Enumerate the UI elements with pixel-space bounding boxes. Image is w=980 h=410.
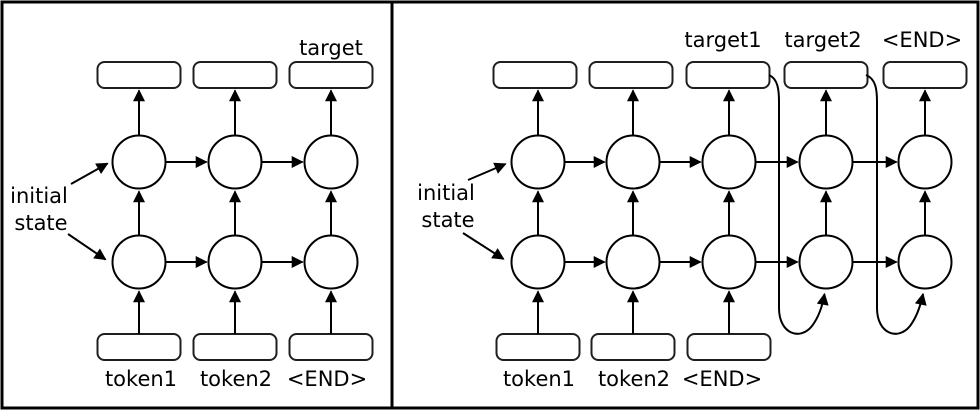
initial-state-label-line2: state <box>14 211 67 235</box>
input-label-end: <END> <box>682 367 762 391</box>
input-label-token1: token1 <box>105 367 177 391</box>
right-diagram-panel: initial state target1 target2 <END> toke… <box>417 28 968 391</box>
rnn-cell <box>510 134 566 190</box>
rnn-cell <box>701 134 757 190</box>
left-diagram-panel: initial state target token1 token2 <END> <box>10 36 374 391</box>
input-box <box>590 333 676 361</box>
feedback-curve-target2 <box>865 74 927 335</box>
rnn-cell <box>207 234 263 290</box>
rnn-cell <box>798 234 854 290</box>
rnn-cell <box>701 234 757 290</box>
rnn-cell <box>303 234 359 290</box>
target2-label: target2 <box>784 28 861 52</box>
output-box <box>192 61 278 89</box>
target1-label: target1 <box>684 28 761 52</box>
input-box <box>96 333 182 361</box>
rnn-cell <box>303 134 359 190</box>
initial-state-label-line1: initial <box>10 184 68 208</box>
rnn-cell <box>605 134 661 190</box>
input-label-token2: token2 <box>200 367 272 391</box>
input-label-end: <END> <box>287 367 367 391</box>
output-box <box>96 61 182 89</box>
arrow-initial-state-upper <box>70 162 109 185</box>
rnn-cell <box>605 234 661 290</box>
right-panel-frame <box>390 0 980 410</box>
rnn-cell <box>111 234 167 290</box>
output-box <box>288 61 374 89</box>
input-label-token2: token2 <box>598 367 670 391</box>
input-box <box>495 333 581 361</box>
input-box <box>288 333 374 361</box>
feedback-curve-target1 <box>768 74 829 335</box>
output-box <box>882 61 968 89</box>
arrow-initial-state-upper <box>467 162 507 181</box>
output-box <box>783 61 869 89</box>
rnn-cell <box>897 234 953 290</box>
rnn-cell <box>207 134 263 190</box>
target-end-label: <END> <box>882 28 962 52</box>
input-box <box>192 333 278 361</box>
target-label: target <box>299 36 363 60</box>
rnn-cell <box>798 134 854 190</box>
output-box <box>685 61 771 89</box>
arrow-initial-state-lower <box>67 233 107 261</box>
output-box <box>588 61 674 89</box>
initial-state-label-line2: state <box>421 208 474 232</box>
output-box <box>492 61 578 89</box>
initial-state-label-line1: initial <box>417 181 475 205</box>
rnn-cell <box>510 234 566 290</box>
rnn-cell <box>897 134 953 190</box>
arrow-initial-state-lower <box>462 232 505 260</box>
input-box <box>686 333 772 361</box>
input-label-token1: token1 <box>503 367 575 391</box>
rnn-cell <box>111 134 167 190</box>
